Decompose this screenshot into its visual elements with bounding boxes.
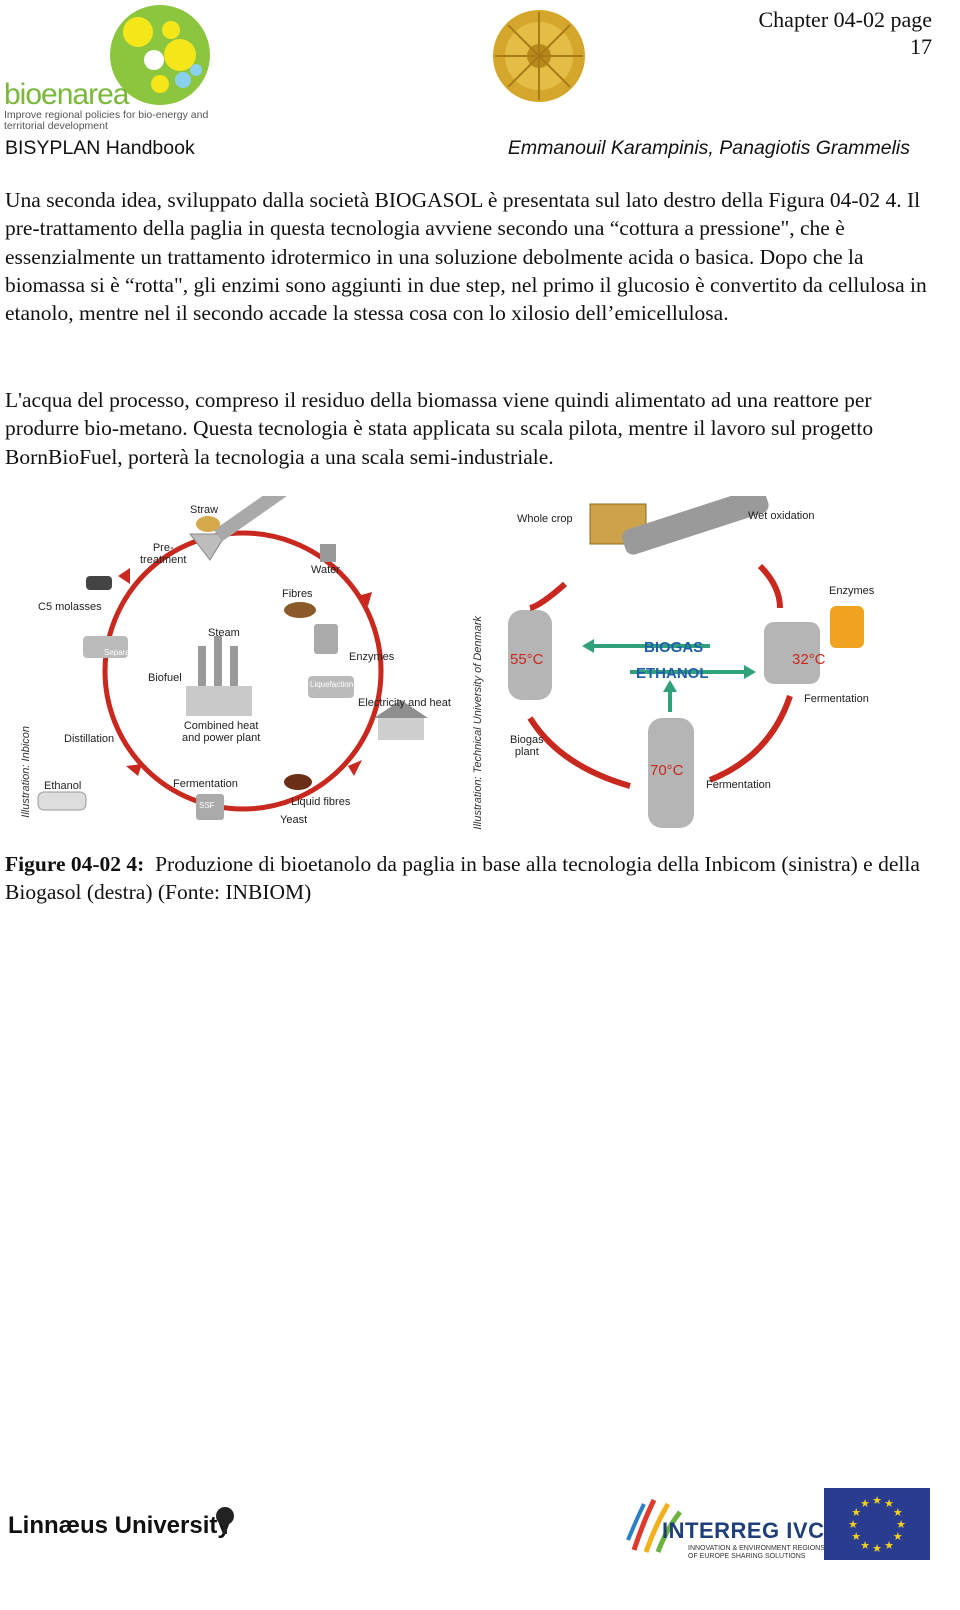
label-ethanol-right: ETHANOL [636, 665, 709, 682]
temp-55: 55°C [510, 651, 544, 668]
label-distillation: Distillation [64, 733, 115, 745]
label-biofuel: Biofuel [148, 672, 182, 684]
interreg-logo-text: INTERREG IVC [662, 1518, 825, 1543]
process-cycle-diagram [37, 496, 428, 820]
label-pretreatment: Pre- treatment [140, 542, 187, 566]
authors: Emmanouil Karampinis, Panagiotis Grammel… [507, 137, 910, 159]
label-fermentation: Fermentation [173, 778, 238, 790]
label-enzymes: Enzymes [349, 651, 395, 663]
label-liquefaction: Liquefaction [310, 680, 354, 689]
label-enzymes-right: Enzymes [829, 585, 875, 597]
eu-star: ★ [851, 1507, 861, 1519]
handbook-title: BISYPLAN Handbook [5, 137, 195, 159]
label-whole-crop: Whole crop [517, 513, 573, 525]
interreg-tagline: INNOVATION & ENVIRONMENT REGIONS OF EURO… [688, 1545, 825, 1560]
caption-label: Figure 04-02 4: [5, 852, 145, 876]
eu-star: ★ [860, 1498, 870, 1510]
credit-dtu: Illustration: Technical University of De… [472, 616, 484, 830]
eu-star: ★ [884, 1540, 894, 1552]
caption-text: Produzione di bioetanolo da paglia in ba… [5, 852, 920, 905]
label-fibres: Fibres [282, 588, 313, 600]
credit-inbicon: Illustration: Inbicon [20, 726, 32, 818]
eu-star: ★ [848, 1519, 858, 1531]
label-yeast: Yeast [280, 814, 308, 826]
eu-star: ★ [893, 1531, 903, 1543]
paragraph-2: L'acqua del processo, compreso il residu… [5, 388, 874, 469]
label-fermentation-32: Fermentation [804, 693, 869, 705]
biogasol-process-diagram [508, 496, 864, 828]
label-water: Water [311, 564, 340, 576]
linnaeus-tree-icon [212, 1506, 238, 1541]
label-c5-molasses: C5 molasses [38, 601, 102, 613]
label-straw: Straw [190, 504, 219, 516]
eu-star: ★ [872, 1495, 882, 1507]
interreg-swoosh-icon [624, 1490, 684, 1565]
eu-star: ★ [860, 1540, 870, 1552]
seal-emblem [474, 4, 604, 109]
bioenarea-logo-text: bioenarea [4, 78, 129, 111]
label-biogas: BIOGAS [644, 639, 704, 656]
eu-flag-icon: ★★★★★★★★★★★★ [824, 1488, 930, 1560]
label-ethanol: Ethanol [44, 780, 82, 792]
bioenarea-tagline: Improve regional policies for bio-energy… [4, 109, 209, 132]
label-biogas-plant: Biogas plant [510, 734, 544, 758]
eu-star: ★ [851, 1531, 861, 1543]
label-steam: Steam [208, 627, 240, 639]
linnaeus-logo: Linnæus University [8, 1512, 231, 1539]
figure-right-biogasol: Whole crop Wet oxidation Enzymes BIOGAS … [470, 496, 890, 836]
eu-star: ★ [872, 1543, 882, 1555]
label-ssf: SSF [199, 801, 215, 810]
label-chp-plant: Combined heat and power plant [182, 720, 261, 744]
label-separation: Separation [104, 648, 143, 657]
eu-star: ★ [884, 1498, 894, 1510]
paragraph-1: Una seconda idea, sviluppato dalla socie… [5, 188, 927, 326]
label-liquid-fibres: Liquid fibres [291, 796, 351, 808]
label-wet-oxidation: Wet oxidation [748, 510, 815, 522]
eu-star: ★ [896, 1519, 906, 1531]
figure-left-inbicon: Straw Pre- treatment Water C5 molasses F… [18, 496, 468, 836]
page-number: 17 [910, 34, 932, 59]
temp-70: 70°C [650, 762, 684, 779]
chapter-page-label: Chapter 04-02 page 17 [672, 6, 933, 60]
bioenarea-logo [0, 0, 230, 135]
figure-caption: Figure 04-02 4: Produzione di bioetanolo… [5, 850, 935, 907]
label-electricity-heat: Electricity and heat [358, 697, 451, 709]
temp-32: 32°C [792, 651, 826, 668]
label-fermentation-70: Fermentation [706, 779, 771, 791]
eu-star: ★ [893, 1507, 903, 1519]
chapter-line: Chapter 04-02 page [758, 7, 933, 32]
